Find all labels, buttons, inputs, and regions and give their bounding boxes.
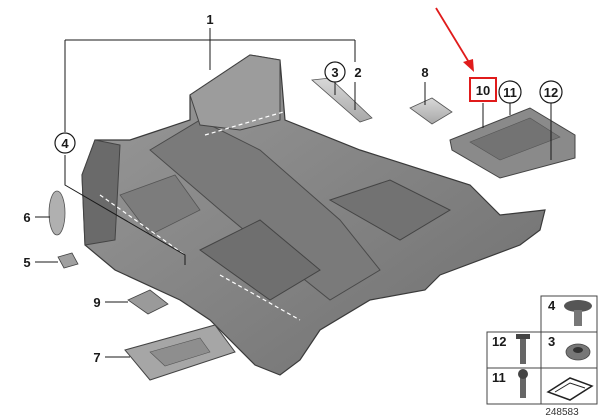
diagram-reference-number: 248583 (545, 407, 579, 418)
callout-2: 2 (354, 65, 361, 80)
callout-12-circle (539, 80, 563, 104)
trim-strip (311, 77, 373, 123)
callout-9: 9 (93, 295, 100, 310)
callout-10: 10 (476, 83, 490, 98)
oval-pad (48, 190, 66, 236)
callout-4: 4 (61, 136, 69, 151)
screw-icon (520, 336, 526, 364)
bracket (127, 289, 169, 315)
callout-10-highlight-box (469, 77, 497, 102)
callout-8: 8 (421, 65, 428, 80)
highlight-arrow (435, 7, 474, 72)
legend-4: 4 (548, 298, 556, 313)
callout-3-circle (324, 61, 346, 83)
hardware-legend: 4 12 3 11 (486, 295, 598, 405)
leader-lines (35, 28, 552, 358)
floor-pad (409, 97, 453, 125)
legend-3: 3 (548, 334, 555, 349)
mat-symbol-icon (546, 377, 594, 401)
legend-12: 12 (492, 334, 506, 349)
callout-3: 3 (331, 65, 338, 80)
callout-4-circle (54, 132, 76, 154)
callout-11: 11 (503, 85, 517, 100)
callout-5: 5 (23, 255, 30, 270)
push-rivet-icon (564, 300, 592, 312)
clip-plate (57, 252, 79, 269)
floor-carpet (81, 54, 546, 376)
callout-7: 7 (93, 350, 100, 365)
callout-11-circle (498, 80, 522, 104)
callout-1: 1 (206, 12, 213, 27)
legend-11: 11 (492, 370, 506, 385)
callout-12: 12 (544, 85, 558, 100)
callout-6: 6 (23, 210, 30, 225)
bolt-icon (520, 372, 526, 398)
